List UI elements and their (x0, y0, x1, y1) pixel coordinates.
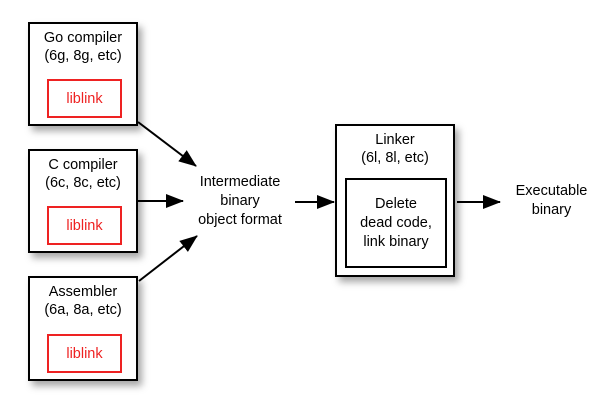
linker-inner-box[interactable]: Delete dead code, link binary (345, 178, 447, 268)
node-assembler-title: Assembler (6a, 8a, etc) (44, 284, 122, 318)
liblink-box-go[interactable]: liblink (47, 79, 122, 118)
linker-inner-label: Delete dead code, link binary (360, 195, 432, 250)
node-c-compiler-title: C compiler (6c, 8c, etc) (45, 157, 121, 191)
arrow-assembler-to-intermediate (138, 235, 198, 282)
node-c-compiler[interactable]: C compiler (6c, 8c, etc) liblink (28, 149, 138, 253)
node-assembler[interactable]: Assembler (6a, 8a, etc) liblink (28, 276, 138, 381)
liblink-box-c[interactable]: liblink (47, 206, 122, 245)
node-linker-title: Linker (6l, 8l, etc) (361, 132, 429, 166)
arrow-go-to-intermediate (137, 121, 197, 167)
liblink-label-c: liblink (66, 217, 103, 234)
node-linker[interactable]: Linker (6l, 8l, etc) Delete dead code, l… (335, 124, 455, 277)
liblink-label-assembler: liblink (66, 345, 103, 362)
node-go-compiler[interactable]: Go compiler (6g, 8g, etc) liblink (28, 22, 138, 126)
label-executable-binary: Executable binary (515, 183, 588, 218)
node-go-compiler-title: Go compiler (6g, 8g, etc) (43, 30, 123, 64)
label-intermediate-format: Intermediate binary object format (198, 174, 282, 228)
liblink-box-assembler[interactable]: liblink (47, 334, 122, 373)
liblink-label-go: liblink (66, 90, 103, 107)
